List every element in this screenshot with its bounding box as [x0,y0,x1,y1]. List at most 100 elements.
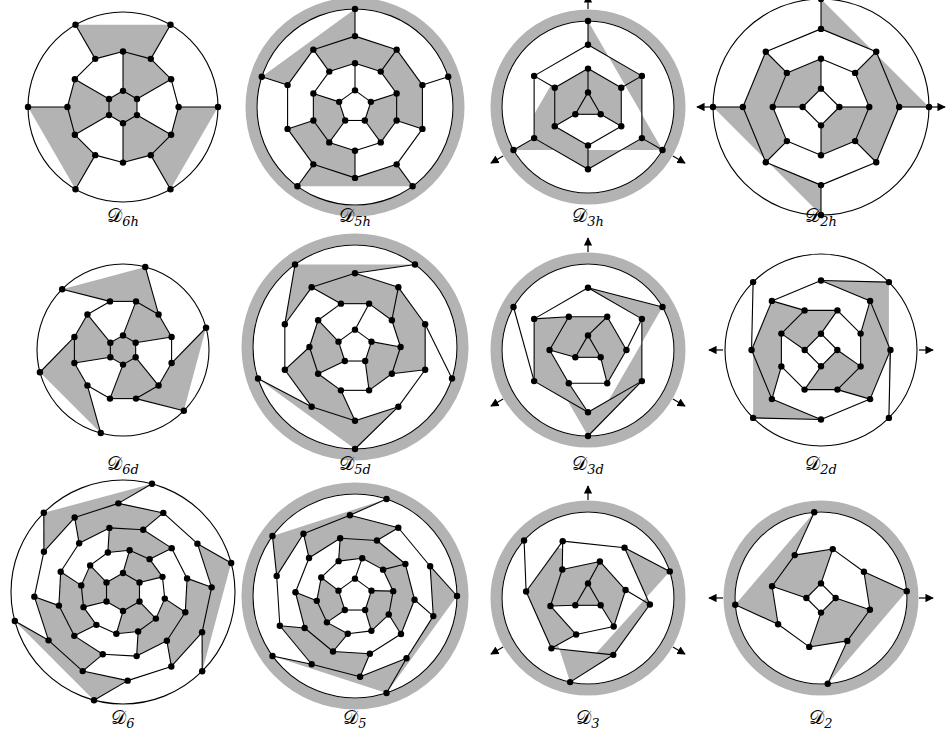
graph-edge [74,363,87,386]
vertex [585,89,591,95]
vertex [818,277,824,283]
graph-edge [772,399,821,419]
vertex [770,104,776,110]
vertex [547,603,553,609]
vertex [175,104,181,110]
graph-edge [202,632,203,671]
graph-edge [333,651,370,653]
vertex [552,123,558,129]
graph-edge [318,320,338,341]
vertex [308,403,314,409]
vertex [41,549,47,555]
vertex [91,697,97,703]
graph-edge [392,347,401,374]
vertex [778,363,784,369]
vertex [585,65,591,71]
vertex [818,580,824,586]
graph-edge [772,366,781,399]
vertex [352,6,358,12]
vertex [182,609,188,615]
symmetry-label: 𝒟6d [107,452,139,478]
outer-face [725,254,917,446]
graph-edge [837,310,860,333]
vertex [274,573,280,579]
vertex [419,82,425,88]
vertex [352,87,358,93]
graph-edge [84,607,97,625]
vertex [347,512,353,518]
graph-edge [752,350,772,399]
vertex [801,307,807,313]
vertex [72,76,78,82]
face [258,379,398,449]
group-subscript: 6d [122,462,139,477]
graph-edge [588,381,642,436]
graph-edge [422,77,448,85]
graph-edge [185,578,187,612]
graph-edge [329,142,355,150]
vertex [611,623,617,629]
graph-edge [59,572,61,606]
vertex [419,126,425,132]
vertex [597,111,603,117]
graph-edge [365,361,369,390]
vertex [153,615,159,621]
vertex [168,663,174,669]
graph-edge [137,79,171,99]
fullerene-graph [709,506,933,690]
fullerene-graph [25,12,221,202]
vertex [552,85,558,91]
graph-edge [262,77,288,85]
graph-edge [123,155,151,162]
vertex [567,679,573,685]
graph-edge [821,29,876,52]
graph-edge [855,107,869,141]
face [588,288,662,436]
graph-edge [83,654,103,671]
vertex [801,347,807,353]
graph-edge [425,324,452,378]
graph-edge [61,572,82,586]
graph-edge [350,499,387,515]
face [795,512,907,591]
vertex [836,104,842,110]
vertex [873,49,879,55]
vertex [604,314,610,320]
symmetry-axis-arrow [673,647,685,654]
graph-edge [355,558,362,578]
graph-edge [821,141,855,155]
vertex [215,104,221,110]
graph-edge [81,585,83,607]
symmetry-label: 𝒟6h [107,204,139,230]
symmetry-label: 𝒟2 [809,706,832,732]
graph-edge [150,548,172,559]
vertex [352,33,358,39]
graph-edge [555,69,588,88]
vertex [324,619,330,625]
graph-edge [350,515,398,527]
graph-edge [575,605,600,606]
vertex [521,537,527,543]
vertex [412,261,418,267]
vertex [647,601,653,607]
face [735,605,847,684]
graph-edge [75,518,80,544]
vertex [310,46,316,52]
graph-edge [354,63,355,90]
graph-edge [392,287,399,320]
vertex [300,531,306,537]
graph-edge [355,264,415,273]
graph-edge [855,141,876,162]
graph-edge [95,155,123,162]
vertex [155,311,161,317]
graph-edge [329,120,345,142]
graph-edge [430,566,433,616]
graph-edge [772,586,778,624]
vertex [120,120,126,126]
vertex [866,104,872,110]
vertex [799,104,805,110]
graph-edge [159,314,172,337]
vertex [389,317,395,323]
vertex [622,587,628,593]
graph-edge [288,121,314,129]
